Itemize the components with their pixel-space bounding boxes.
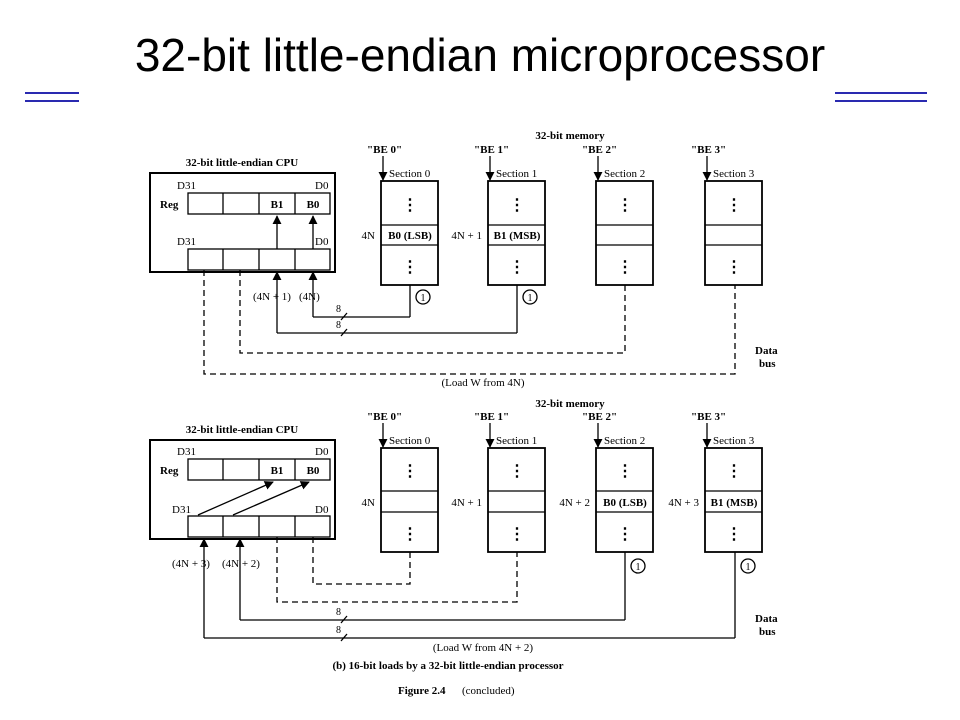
top-dots-1b: ⋮: [509, 259, 525, 276]
bottom-addr-b: (4N + 2): [222, 558, 260, 570]
bottom-dots-2a: ⋮: [617, 463, 633, 480]
top-be0: "BE 0": [367, 144, 402, 156]
bottom-row-4n: 4N: [362, 497, 376, 509]
top-dots-2b: ⋮: [617, 259, 633, 276]
top-dots-3b: ⋮: [726, 259, 742, 276]
bottom-d31-reg: D31: [177, 446, 196, 458]
bottom-dots-3a: ⋮: [726, 463, 742, 480]
top-width-b: 8: [336, 320, 341, 331]
top-be2: "BE 2": [582, 144, 617, 156]
title-rule-left-2: [25, 100, 79, 102]
top-panel: [149, 156, 763, 375]
bottom-reg-label: Reg: [160, 465, 179, 477]
top-data-label: Data: [755, 345, 778, 357]
bottom-d31-data: D31: [172, 504, 191, 516]
bottom-cell-b1: B1 (MSB): [711, 497, 758, 509]
bottom-bus-label: bus: [759, 626, 776, 638]
top-cpu-box: [149, 172, 336, 273]
title-rule-right-2: [835, 100, 927, 102]
bottom-memory-title: 32-bit memory: [535, 398, 605, 410]
top-dots-3a: ⋮: [726, 197, 742, 214]
bottom-dots-1a: ⋮: [509, 463, 525, 480]
bottom-sec1: Section 1: [496, 435, 537, 447]
bottom-row-4n1: 4N + 1: [451, 497, 482, 509]
bottom-width-a: 8: [336, 607, 341, 618]
bottom-section-3: [704, 447, 763, 553]
title-rule-right-1: [835, 92, 927, 94]
top-load-label: (Load W from 4N): [442, 377, 525, 389]
top-cell-b1: B1 (MSB): [494, 230, 541, 242]
top-memory-title: 32-bit memory: [535, 130, 605, 142]
bottom-data-label: Data: [755, 613, 778, 625]
top-reg-b0: B0: [307, 199, 320, 211]
top-sec3: Section 3: [713, 168, 755, 180]
top-dots-1a: ⋮: [509, 197, 525, 214]
bottom-width-b: 8: [336, 625, 341, 636]
bottom-caption: (b) 16-bit loads by a 32-bit little-endi…: [332, 660, 563, 672]
top-bus-label: bus: [759, 358, 776, 370]
top-d0-reg: D0: [315, 180, 329, 192]
bottom-reg-b1: B1: [271, 465, 284, 477]
top-d31-reg: D31: [177, 180, 196, 192]
top-marker-0: 1: [421, 293, 426, 304]
bottom-be3: "BE 3": [691, 411, 726, 423]
top-sec0: Section 0: [389, 168, 431, 180]
bottom-marker-2: 1: [636, 562, 641, 573]
figure-note: (concluded): [462, 685, 515, 697]
top-sec1: Section 1: [496, 168, 537, 180]
bottom-be0: "BE 0": [367, 411, 402, 423]
top-row-4n1: 4N + 1: [451, 230, 482, 242]
top-dots-0b: ⋮: [402, 259, 418, 276]
top-reg-b1: B1: [271, 199, 284, 211]
title-rule-left-1: [25, 92, 79, 94]
bottom-d0-reg: D0: [315, 446, 329, 458]
top-row-4n: 4N: [362, 230, 376, 242]
top-cpu-title: 32-bit little-endian CPU: [186, 157, 298, 169]
top-be3: "BE 3": [691, 144, 726, 156]
top-addr-a: (4N + 1): [253, 291, 291, 303]
top-cell-b0: B0 (LSB): [388, 230, 432, 242]
bottom-sec0: Section 0: [389, 435, 431, 447]
figure-label: Figure 2.4: [398, 685, 446, 697]
bottom-dots-0b: ⋮: [402, 526, 418, 543]
bottom-marker-3: 1: [746, 562, 751, 573]
top-reg-label: Reg: [160, 199, 179, 211]
bottom-dots-2b: ⋮: [617, 526, 633, 543]
bottom-cpu-title: 32-bit little-endian CPU: [186, 424, 298, 436]
top-dots-2a: ⋮: [617, 197, 633, 214]
bottom-sec2: Section 2: [604, 435, 645, 447]
top-be1: "BE 1": [474, 144, 509, 156]
top-width-a: 8: [336, 304, 341, 315]
bottom-be1: "BE 1": [474, 411, 509, 423]
bottom-dots-0a: ⋮: [402, 463, 418, 480]
top-sec2: Section 2: [604, 168, 645, 180]
bottom-d0-data: D0: [315, 504, 329, 516]
bottom-row-4n2: 4N + 2: [559, 497, 590, 509]
bottom-dots-1b: ⋮: [509, 526, 525, 543]
bottom-cell-b0: B0 (LSB): [603, 497, 647, 509]
top-dots-0a: ⋮: [402, 197, 418, 214]
bottom-load-label: (Load W from 4N + 2): [433, 642, 534, 654]
bottom-dots-3b: ⋮: [726, 526, 742, 543]
top-d0-data: D0: [315, 236, 329, 248]
bottom-addr-a: (4N + 3): [172, 558, 210, 570]
top-addr-b: (4N): [299, 291, 320, 303]
bottom-reg-b0: B0: [307, 465, 320, 477]
bottom-be2: "BE 2": [582, 411, 617, 423]
bottom-row-4n3: 4N + 3: [668, 497, 699, 509]
bottom-sec3: Section 3: [713, 435, 755, 447]
top-marker-1: 1: [528, 293, 533, 304]
top-section-3: [704, 180, 763, 286]
bottom-panel: [149, 423, 763, 642]
slide-title: 32-bit little-endian microprocessor: [134, 29, 826, 81]
top-d31-data: D31: [177, 236, 196, 248]
